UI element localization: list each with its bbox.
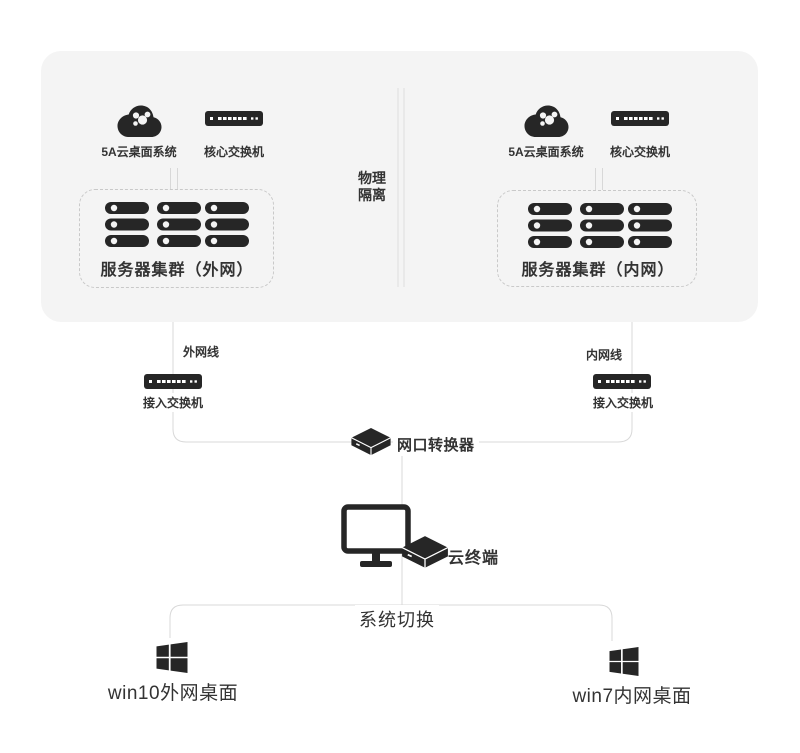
isolation-label-line2: 隔离 (358, 187, 386, 203)
access-switch-label: 接入交换机 (138, 393, 208, 412)
windows-logo-icon (156, 642, 188, 673)
core-switch-icon (611, 111, 669, 126)
outer-cable-label: 外网线 (182, 345, 220, 359)
isolation-label: 物理 隔离 (358, 170, 386, 204)
network-cable-line (172, 322, 633, 443)
cloud-desktop-icon (522, 104, 570, 138)
cloud-desktop-label: 5A云桌面系统 (101, 145, 177, 159)
cloud-desktop-icon (115, 104, 163, 138)
windows-logo-icon (609, 647, 639, 676)
access-switch-icon (593, 374, 651, 389)
server-cluster-box-outer (79, 189, 274, 288)
win7-desktop-label: win7内网桌面 (572, 686, 692, 707)
port-converter-icon (350, 428, 392, 456)
inner-cable-label: 内网线 (585, 348, 623, 362)
system-switch-label: 系统切换 (355, 605, 439, 633)
core-switch-label: 核心交换机 (609, 145, 671, 159)
cloud-desktop-label: 5A云桌面系统 (508, 145, 584, 159)
isolation-label-line1: 物理 (358, 170, 386, 186)
access-switch-label: 接入交换机 (588, 393, 658, 412)
win10-desktop-label: win10外网桌面 (107, 683, 239, 704)
server-cluster-box-inner (497, 190, 697, 287)
server-cluster-label-inner: 服务器集群（内网） (521, 262, 675, 279)
cloud-terminal-box-icon (401, 536, 449, 569)
cloud-terminal-label: 云终端 (448, 550, 500, 567)
core-switch-label: 核心交换机 (203, 145, 265, 159)
core-switch-icon (205, 111, 263, 126)
server-room-panel (41, 51, 758, 322)
server-cluster-label-outer: 服务器集群（外网） (100, 262, 254, 279)
server-rack-icons (105, 202, 249, 247)
server-rack-icons (528, 203, 672, 248)
port-converter-label: 网口转换器 (393, 433, 479, 456)
access-switch-icon (144, 374, 202, 389)
